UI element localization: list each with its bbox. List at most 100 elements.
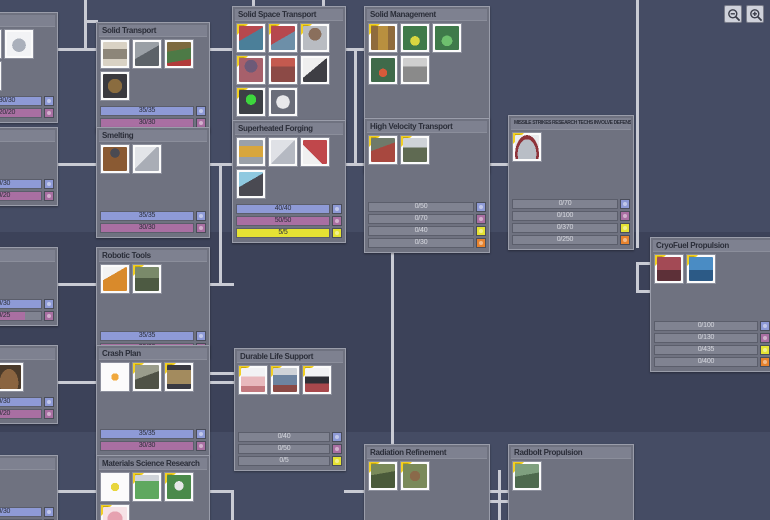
tech-icon-console-panel[interactable]: [270, 365, 300, 395]
connector-line: [208, 372, 234, 375]
tech-node-icons: [99, 37, 207, 103]
tech-icon-metal-tile[interactable]: [132, 144, 162, 174]
tech-icon-shoe-orange[interactable]: [100, 264, 130, 294]
tech-node-bars: 30/30 20/20: [0, 93, 55, 120]
connector-line: [636, 262, 654, 265]
connector-line: [84, 0, 87, 22]
tech-icon-bomb-green[interactable]: [164, 472, 194, 502]
tech-node[interactable]: Solid Management 0/50 0/70 0/40: [364, 6, 490, 173]
tech-icon-dispenser-dark[interactable]: [300, 55, 330, 85]
tech-node-title: [0, 250, 55, 262]
tech-icon-toolbox-green[interactable]: [132, 264, 162, 294]
tech-node-icons: [653, 252, 770, 318]
tech-node-icons: [99, 470, 207, 520]
tech-icon-engine-blue[interactable]: [686, 254, 716, 284]
connector-line: [490, 163, 510, 166]
science-chip-advanced: [620, 211, 630, 221]
tech-icon-conveyor-loader[interactable]: [132, 39, 162, 69]
tech-node[interactable]: Robotic Tools 35/35 30/30: [96, 247, 210, 358]
tech-node[interactable]: 30/30 20/20: [0, 12, 58, 123]
tech-icon-dome-brown[interactable]: [0, 362, 24, 392]
tech-icon-dome-hatch[interactable]: [100, 71, 130, 101]
tech-node[interactable]: Crash Plan 35/35 30/30: [96, 345, 210, 456]
tech-icon-dome-red-stripe[interactable]: [302, 365, 332, 395]
tech-node-icons: [511, 459, 631, 520]
tech-icon-cone-red[interactable]: [368, 55, 398, 85]
tech-icon-rover-wheel[interactable]: [268, 87, 298, 117]
science-chip-orbital: [620, 235, 630, 245]
connector-line: [208, 48, 232, 51]
zoom-controls[interactable]: [724, 5, 764, 23]
tech-icon-portrait-frame[interactable]: [164, 362, 194, 392]
tech-icon-conveyor-rail[interactable]: [100, 39, 130, 69]
tech-icon-kiln-brown[interactable]: [100, 144, 130, 174]
progress-bar: 0/250: [512, 235, 618, 245]
progress-bar: 0/5: [238, 456, 330, 466]
tech-icon-blueprint-panel[interactable]: [268, 137, 298, 167]
progress-bar: 0/70: [368, 214, 474, 224]
tech-icon-suit-gray[interactable]: [300, 23, 330, 53]
tech-icon-flask-green[interactable]: [132, 472, 162, 502]
tech-icon-tissue-pink[interactable]: [100, 504, 130, 520]
tech-node[interactable]: 30/30 20/20: [0, 345, 58, 424]
tech-node[interactable]: Materials Science Research 35/35 30/30: [96, 455, 210, 520]
tech-icon-machine-gray[interactable]: [4, 29, 34, 59]
tech-icon-screen-green[interactable]: [236, 87, 266, 117]
progress-bar: 35/35: [100, 211, 194, 221]
tech-node[interactable]: Radbolt Propulsion 0/70 0/100 0/370 0/25…: [508, 444, 634, 520]
connector-line: [56, 283, 98, 286]
tech-icon-suit-purple[interactable]: [236, 55, 266, 85]
tech-icon-glass-kiln[interactable]: [236, 169, 266, 199]
tech-icon-reactor-green[interactable]: [368, 461, 398, 491]
tech-node[interactable]: High Velocity Transport 0/50 0/70 0/40 0…: [364, 118, 490, 253]
zoom-in-button[interactable]: [746, 5, 764, 23]
tech-icon-cone-green[interactable]: [432, 23, 462, 53]
tech-icon-drum-red[interactable]: [268, 55, 298, 85]
tech-node[interactable]: Superheated Forging 40/40 50/50 5/5: [232, 120, 346, 243]
tech-node-title: MISSILE STRIKES RESEARCH TECHS INVOLVE D…: [511, 118, 631, 130]
tech-icon-tower-gray[interactable]: [132, 362, 162, 392]
tech-icon-atom-orange[interactable]: [100, 362, 130, 392]
tech-icon-backpack-suit[interactable]: [164, 39, 194, 69]
tech-icon-empty: [576, 461, 606, 491]
progress-row: 0/250: [512, 235, 630, 245]
tech-icon-cargo-module-red[interactable]: [268, 23, 298, 53]
tech-node-icons: [0, 27, 55, 93]
tech-icon-empty: [718, 254, 748, 284]
tech-node[interactable]: 30/30 20/25: [0, 247, 58, 326]
tech-icon-engine-green[interactable]: [512, 461, 542, 491]
tech-node[interactable]: MISSILE STRIKES RESEARCH TECHS INVOLVE D…: [508, 115, 634, 250]
tech-node[interactable]: CryoFuel Propulsion 0/100 0/130 0/435 0/…: [650, 237, 770, 372]
tech-icon-launcher-red[interactable]: [368, 135, 398, 165]
tech-node[interactable]: ...ions 30/30 20/20: [0, 455, 58, 520]
tech-node-bars: 35/35 30/30: [99, 208, 207, 235]
tech-node[interactable]: Solid Transport 35/35 30/30: [96, 22, 210, 133]
tech-node[interactable]: ...ions 30/30 20/20: [0, 127, 58, 206]
tech-icon-pipe-red[interactable]: [300, 137, 330, 167]
tech-node-title: Crash Plan: [99, 348, 207, 360]
tech-node-title: [0, 15, 55, 27]
tech-node-icons: [0, 262, 55, 296]
progress-bar: 30/30: [0, 397, 42, 407]
tech-icon-drum-green[interactable]: [400, 461, 430, 491]
tech-icon-cargo-module-blue[interactable]: [236, 23, 266, 53]
zoom-out-button[interactable]: [724, 5, 742, 23]
tech-icon-cone-green-yellow[interactable]: [400, 23, 430, 53]
tech-icon-dome-structure[interactable]: [512, 132, 542, 162]
progress-row: 0/40: [238, 432, 342, 442]
tech-icon-tube-pink[interactable]: [238, 365, 268, 395]
tech-icon-forge-gold[interactable]: [236, 137, 266, 167]
tech-icon-engine-red[interactable]: [654, 254, 684, 284]
tech-icon-atom-yellow[interactable]: [100, 472, 130, 502]
tech-icon-conveyor-gray[interactable]: [400, 55, 430, 85]
tech-node[interactable]: Smelting 35/35 30/30: [96, 127, 210, 238]
tech-icon-machine-red[interactable]: [0, 29, 2, 59]
progress-bar: 20/25: [0, 311, 42, 321]
tech-icon-storage-bin-wood[interactable]: [368, 23, 398, 53]
tech-node[interactable]: Durable Life Support 0/40 0/50 0/5: [234, 348, 346, 471]
progress-bar: 30/30: [0, 507, 42, 517]
tech-icon-machine-green[interactable]: [0, 61, 2, 91]
tech-node[interactable]: Radiation Refinement 0/50 0/70 0/40 0/30: [364, 444, 490, 520]
tech-icon-rocket-silo[interactable]: [400, 135, 430, 165]
